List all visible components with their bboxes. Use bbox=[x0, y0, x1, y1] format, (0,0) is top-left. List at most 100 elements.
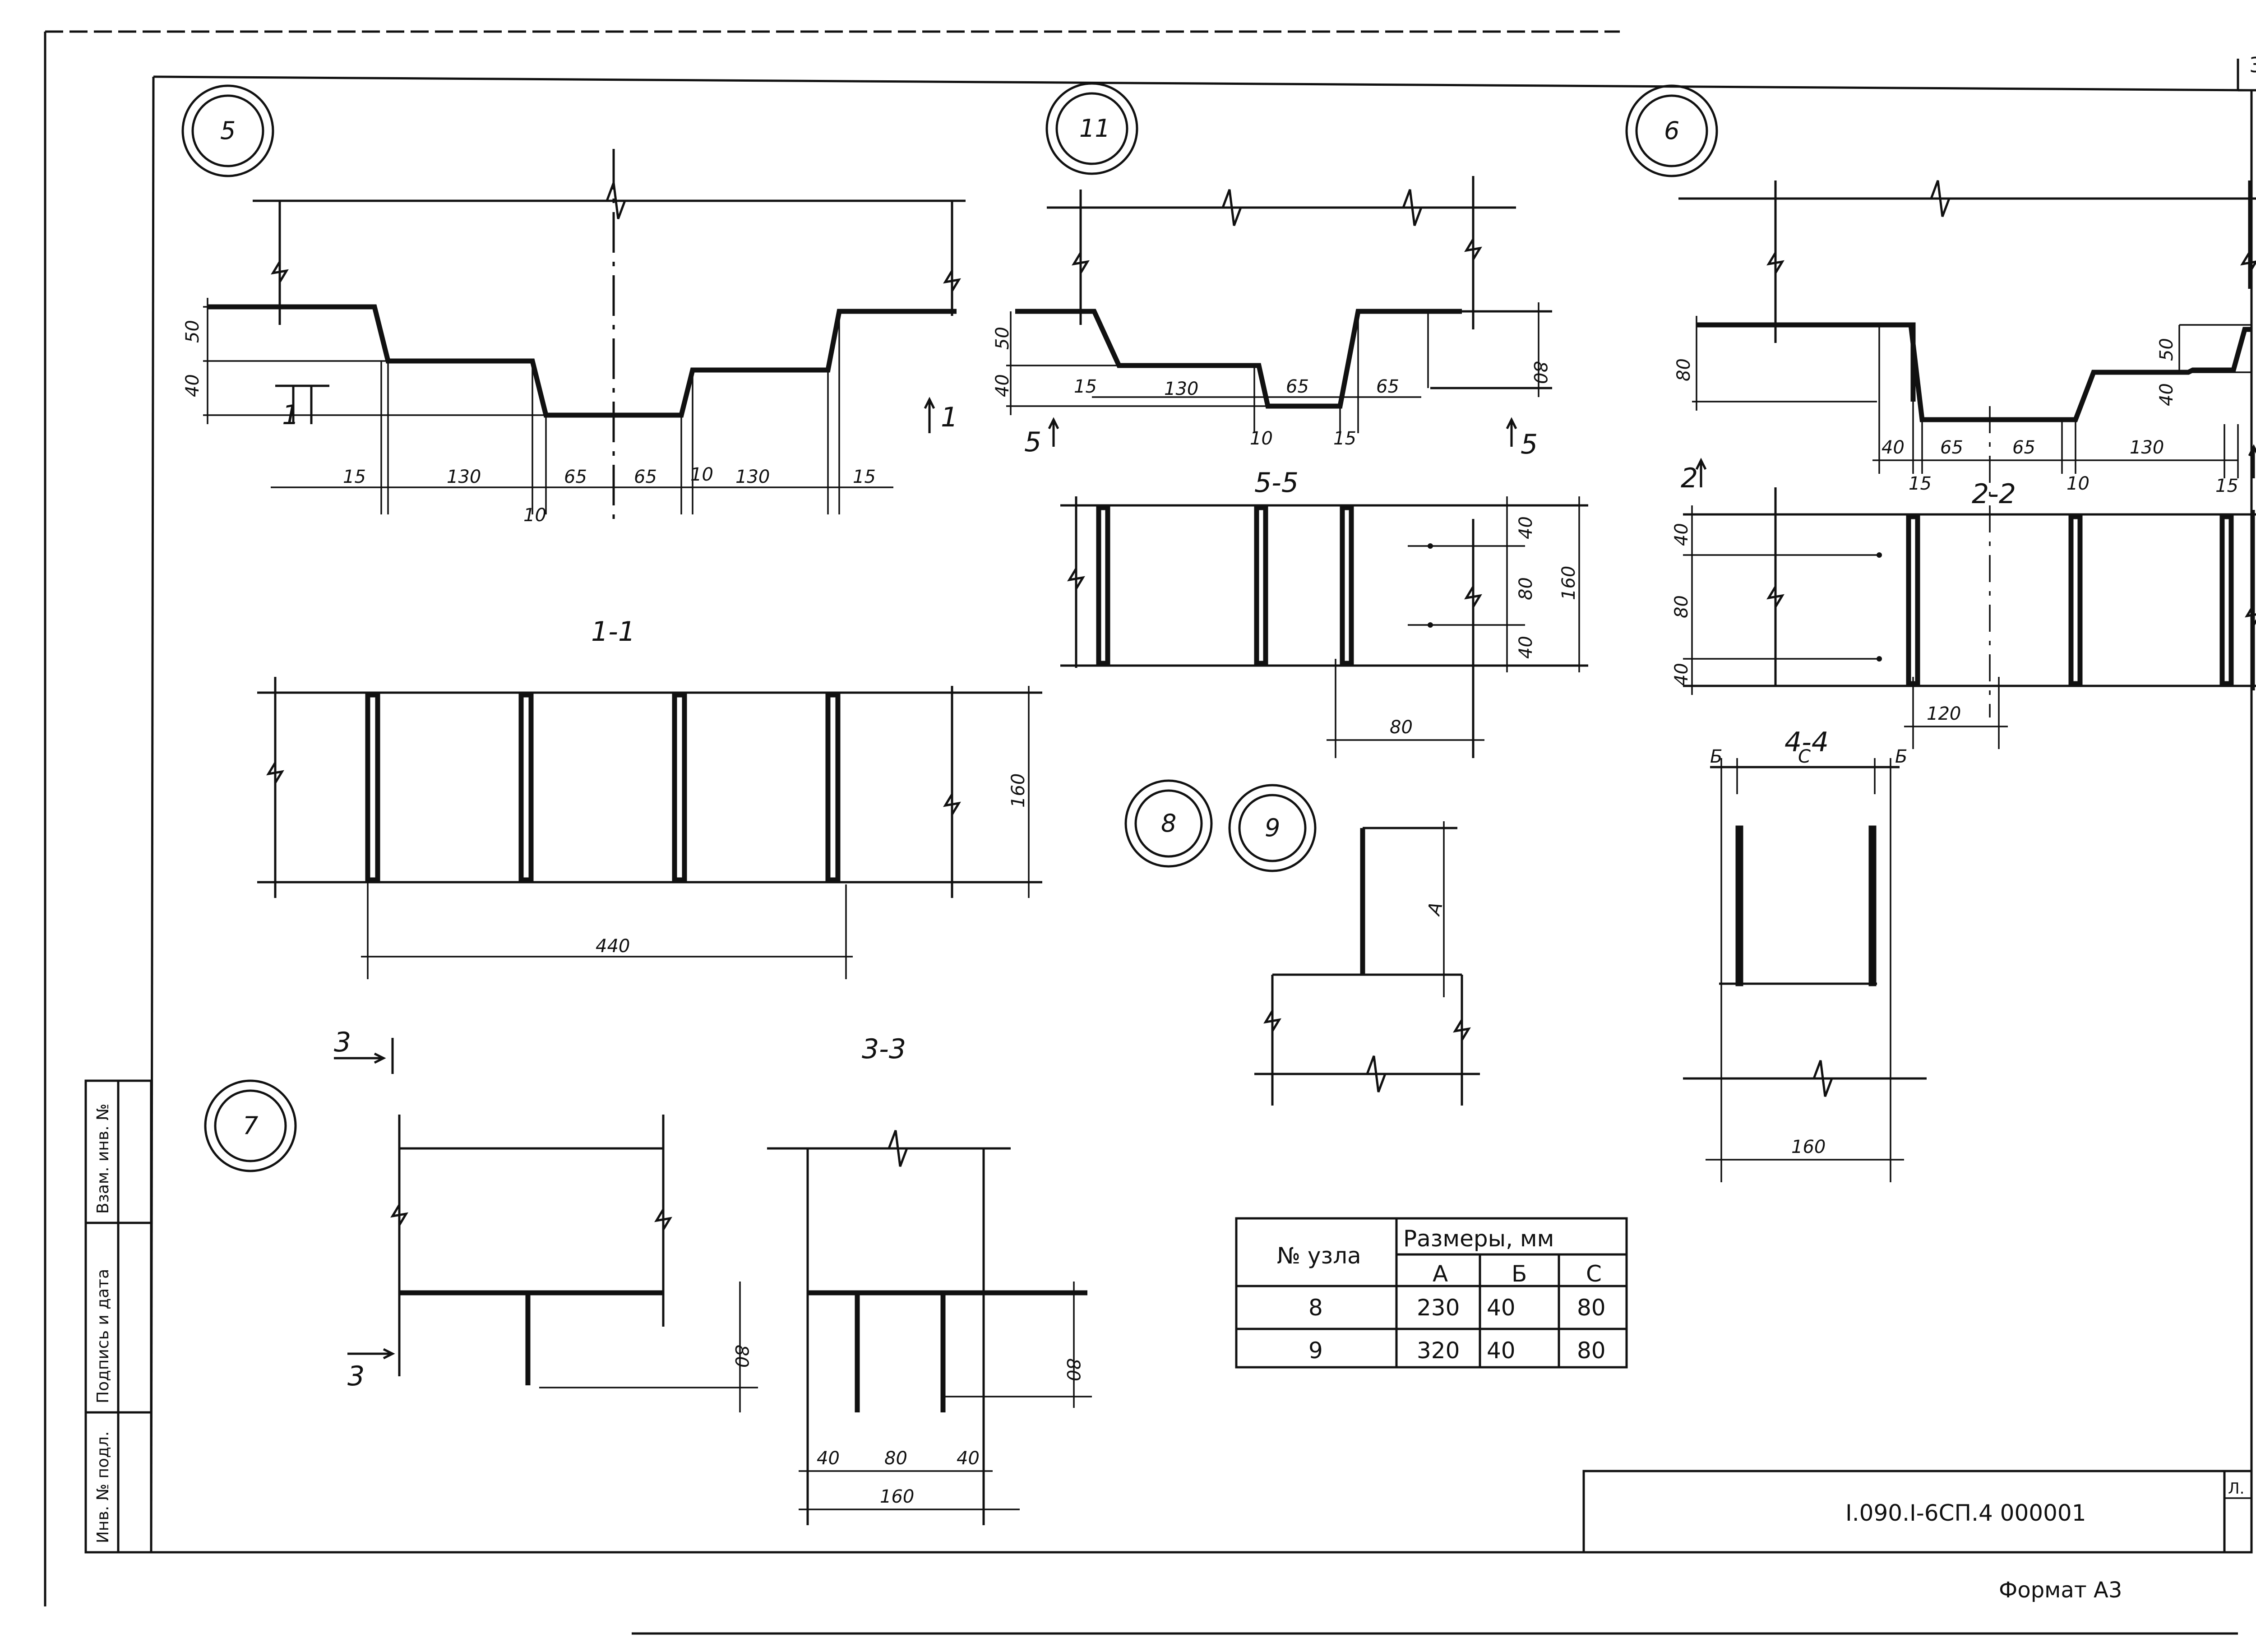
node-6-profile bbox=[1678, 180, 2256, 717]
n6-dim-65a: 65 bbox=[1940, 437, 1963, 458]
n5-dim-40: 40 bbox=[182, 374, 203, 397]
s44-dim-c: С bbox=[1798, 746, 1811, 767]
table-row-node: 8 bbox=[1308, 1295, 1323, 1321]
node-circle-8: 8 bbox=[1124, 779, 1213, 868]
n11-cut-5a: 5 bbox=[1024, 426, 1041, 458]
s22-dim-80: 80 bbox=[1671, 595, 1692, 618]
n5-dim-50: 50 bbox=[182, 320, 203, 343]
n5-dim-65b: 65 bbox=[634, 467, 657, 487]
s11-dim-440: 440 bbox=[596, 936, 630, 957]
s33-dim-160: 160 bbox=[880, 1486, 914, 1507]
format-label: Формат A3 bbox=[1999, 1578, 2122, 1603]
n11-dim-15: 15 bbox=[1074, 376, 1097, 397]
n6-dim-15b: 15 bbox=[2215, 476, 2238, 496]
table-header-node: № узла bbox=[1277, 1243, 1361, 1269]
n11-dim-65b: 65 bbox=[1376, 376, 1399, 397]
node-5-profile bbox=[203, 149, 966, 519]
s44-dim-b2: Б bbox=[1895, 746, 1907, 767]
node-7-detail bbox=[334, 1038, 758, 1412]
n6-dim-130: 130 bbox=[2130, 437, 2164, 458]
stamp-replace-inv: Взам. инв. № bbox=[94, 1104, 112, 1214]
sizes-table bbox=[1235, 1217, 1628, 1369]
section-2-2 bbox=[1683, 487, 2256, 749]
n5-cut-1a: 1 bbox=[282, 399, 299, 431]
n5-cut-1b: 1 bbox=[941, 402, 958, 433]
svg-text:11: 11 bbox=[1079, 114, 1110, 143]
sheet-label: Л. bbox=[2228, 1480, 2244, 1498]
section-3-3-title: 3-3 bbox=[862, 1033, 906, 1065]
svg-text:7: 7 bbox=[243, 1111, 258, 1140]
table-row-a: 320 bbox=[1417, 1337, 1460, 1364]
n5-dim-130a: 130 bbox=[447, 467, 481, 487]
n7-dim-80: 80 bbox=[731, 1345, 752, 1368]
table-col-c: С bbox=[1586, 1261, 1602, 1287]
stamp-inv-orig: Инв. № подл. bbox=[94, 1431, 112, 1543]
n5-dim-10b: 10 bbox=[523, 505, 546, 526]
n6-dim-40b: 40 bbox=[2156, 383, 2177, 406]
section-5-5-title: 5-5 bbox=[1254, 467, 1299, 499]
s55-dim-160: 160 bbox=[1558, 566, 1579, 600]
table-row-c: 80 bbox=[1577, 1295, 1606, 1321]
table-col-b: Б bbox=[1512, 1261, 1527, 1287]
s55-dim-80b: 80 bbox=[1390, 717, 1413, 738]
s44-dim-160: 160 bbox=[1791, 1137, 1826, 1157]
table-row-c: 80 bbox=[1577, 1337, 1606, 1364]
n11-dim-50: 50 bbox=[992, 327, 1013, 350]
n11-dim-65a: 65 bbox=[1286, 376, 1309, 397]
n5-dim-15b: 15 bbox=[853, 467, 876, 487]
node-11-profile bbox=[1006, 176, 1552, 447]
n11-dim-80: 80 bbox=[1530, 361, 1550, 384]
svg-text:6: 6 bbox=[1664, 116, 1679, 145]
n11-dim-15b: 15 bbox=[1333, 428, 1356, 449]
table-col-a: А bbox=[1433, 1261, 1448, 1287]
node-circle-5: 5 bbox=[181, 84, 274, 177]
n11-cut-5b: 5 bbox=[1521, 429, 1538, 460]
section-1-1 bbox=[257, 677, 1042, 979]
n6-dim-80: 80 bbox=[1674, 358, 1694, 381]
svg-text:8: 8 bbox=[1161, 809, 1176, 838]
table-row-a: 230 bbox=[1417, 1295, 1460, 1321]
s11-dim-160: 160 bbox=[1008, 773, 1029, 808]
s22-dim-40b: 40 bbox=[1671, 663, 1692, 686]
node-circle-11: 11 bbox=[1045, 82, 1138, 175]
title-block bbox=[1582, 1470, 2253, 1554]
n5-dim-10a: 10 bbox=[690, 464, 713, 485]
n11-dim-10: 10 bbox=[1250, 428, 1273, 449]
n5-dim-15a: 15 bbox=[343, 467, 366, 487]
table-row-node: 9 bbox=[1308, 1337, 1323, 1364]
stamp-sign-date: Подпись и дата bbox=[94, 1269, 112, 1403]
n6-dim-15a: 15 bbox=[1909, 473, 1932, 494]
n6-dim-65b: 65 bbox=[2012, 437, 2035, 458]
node-circle-7: 7 bbox=[204, 1079, 297, 1172]
s44-dim-b1: Б bbox=[1710, 746, 1722, 767]
n6-cut-2-2: 2-2 bbox=[1972, 478, 2016, 510]
svg-text:9: 9 bbox=[1265, 814, 1280, 842]
n5-dim-130b: 130 bbox=[735, 467, 770, 487]
section-1-1-title: 1-1 bbox=[591, 616, 635, 648]
node-8-9-detail bbox=[1254, 821, 1480, 1106]
table-row-b: 40 bbox=[1487, 1337, 1516, 1364]
section-3-3 bbox=[767, 1130, 1092, 1525]
section-4-4 bbox=[1683, 758, 1927, 1182]
svg-text:5: 5 bbox=[220, 116, 236, 145]
s55-dim-40a: 40 bbox=[1516, 516, 1536, 539]
n6-dim-40: 40 bbox=[1882, 437, 1905, 458]
n6-dim-50: 50 bbox=[2156, 338, 2177, 361]
n11-dim-130: 130 bbox=[1164, 379, 1198, 399]
side-stamp: Инв. № подл. Подпись и дата Взам. инв. № bbox=[84, 1079, 153, 1554]
s33-dim-80b: 80 bbox=[884, 1448, 907, 1469]
page-number: 34 bbox=[2249, 53, 2256, 77]
n6-dim-10: 10 bbox=[2066, 473, 2090, 494]
n11-dim-40: 40 bbox=[992, 374, 1013, 397]
s55-dim-40b: 40 bbox=[1516, 636, 1536, 659]
node-circle-6: 6 bbox=[1625, 84, 1718, 177]
s22-dim-40a: 40 bbox=[1671, 523, 1692, 546]
s33-dim-80: 80 bbox=[1063, 1358, 1083, 1381]
table-header-sizes: Размеры, мм bbox=[1403, 1226, 1554, 1252]
section-5-5 bbox=[1060, 496, 1588, 758]
drawing-code: I.090.I-6СП.4 000001 bbox=[1845, 1500, 2086, 1526]
n6-cut-2a: 2 bbox=[1681, 463, 1698, 494]
s55-dim-80a: 80 bbox=[1516, 577, 1536, 600]
n5-dim-65a: 65 bbox=[564, 467, 587, 487]
